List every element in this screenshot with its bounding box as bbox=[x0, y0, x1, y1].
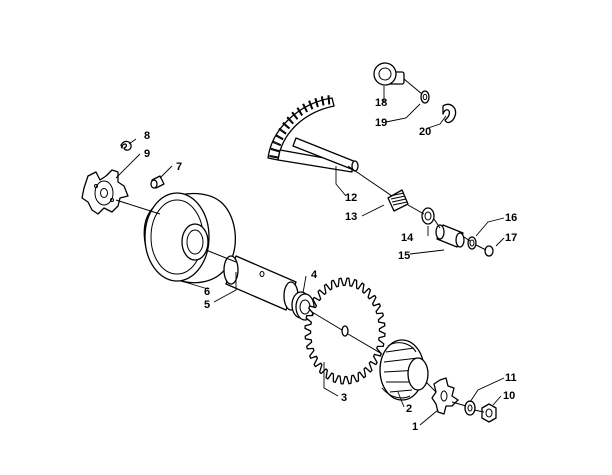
part-9-cam-plate bbox=[81, 169, 129, 215]
gear-segment-tooth bbox=[278, 127, 287, 135]
part-8-clip bbox=[120, 140, 132, 151]
part-2-impeller bbox=[379, 339, 429, 401]
gear-segment-tooth bbox=[269, 154, 278, 159]
part-3-gear bbox=[304, 277, 386, 385]
gear-segment-tooth bbox=[302, 103, 309, 113]
gear-segment-tooth bbox=[308, 100, 314, 110]
callout-labels: 1 2 3 4 5 6 7 8 9 10 11 12 13 14 15 16 1… bbox=[144, 97, 517, 433]
callout-7: 7 bbox=[176, 161, 182, 173]
gear-segment-tooth bbox=[275, 134, 284, 141]
callout-15: 15 bbox=[398, 250, 410, 262]
callout-18: 18 bbox=[375, 97, 387, 109]
callout-3: 3 bbox=[341, 392, 347, 404]
part-4-bearing bbox=[291, 291, 315, 321]
gear-segment-tooth bbox=[320, 96, 325, 106]
part-17-disc bbox=[484, 245, 494, 257]
part-15-bushing bbox=[435, 224, 465, 248]
callout-9: 9 bbox=[144, 148, 150, 160]
part-6-clutch-drum bbox=[143, 192, 237, 284]
gear-segment-tooth bbox=[327, 95, 331, 105]
part-5-sleeve bbox=[223, 255, 299, 311]
callout-4: 4 bbox=[311, 269, 318, 281]
part-11-washer bbox=[464, 400, 476, 416]
callout-10: 10 bbox=[503, 390, 515, 402]
callout-11: 11 bbox=[505, 372, 517, 384]
gear-segment-tooth bbox=[286, 116, 294, 125]
callout-6: 6 bbox=[204, 286, 210, 298]
part-7-roller bbox=[150, 175, 165, 189]
part-16-washer bbox=[467, 236, 477, 250]
gear-segment-tooth bbox=[270, 147, 280, 153]
center-lines bbox=[115, 78, 487, 413]
leader-lines bbox=[115, 86, 505, 426]
part-12-starter-shaft bbox=[267, 95, 359, 173]
part-1-sprocket bbox=[431, 377, 459, 415]
callout-16: 16 bbox=[505, 212, 517, 224]
callout-1: 1 bbox=[412, 421, 418, 433]
callout-8: 8 bbox=[144, 130, 150, 142]
callout-13: 13 bbox=[345, 211, 357, 223]
gear-segment-tooth bbox=[282, 121, 291, 130]
callout-2: 2 bbox=[406, 403, 412, 415]
gear-segment-tooth bbox=[296, 107, 303, 116]
part-19-washer bbox=[420, 90, 430, 104]
callout-19: 19 bbox=[375, 117, 387, 129]
gear-segment-tooth bbox=[272, 140, 282, 147]
part-13-spring bbox=[387, 189, 409, 212]
callout-20: 20 bbox=[419, 126, 431, 138]
gear-segment-tooth bbox=[314, 97, 319, 108]
part-10-nut bbox=[481, 403, 497, 423]
callout-5: 5 bbox=[204, 299, 210, 311]
part-14-o-ring bbox=[421, 207, 435, 225]
callout-14: 14 bbox=[401, 232, 414, 244]
part-20-clip bbox=[442, 103, 457, 124]
callout-12: 12 bbox=[345, 192, 357, 204]
gear-segment-tooth bbox=[291, 111, 299, 120]
part-18-pinion bbox=[373, 62, 405, 86]
callout-17: 17 bbox=[505, 232, 517, 244]
